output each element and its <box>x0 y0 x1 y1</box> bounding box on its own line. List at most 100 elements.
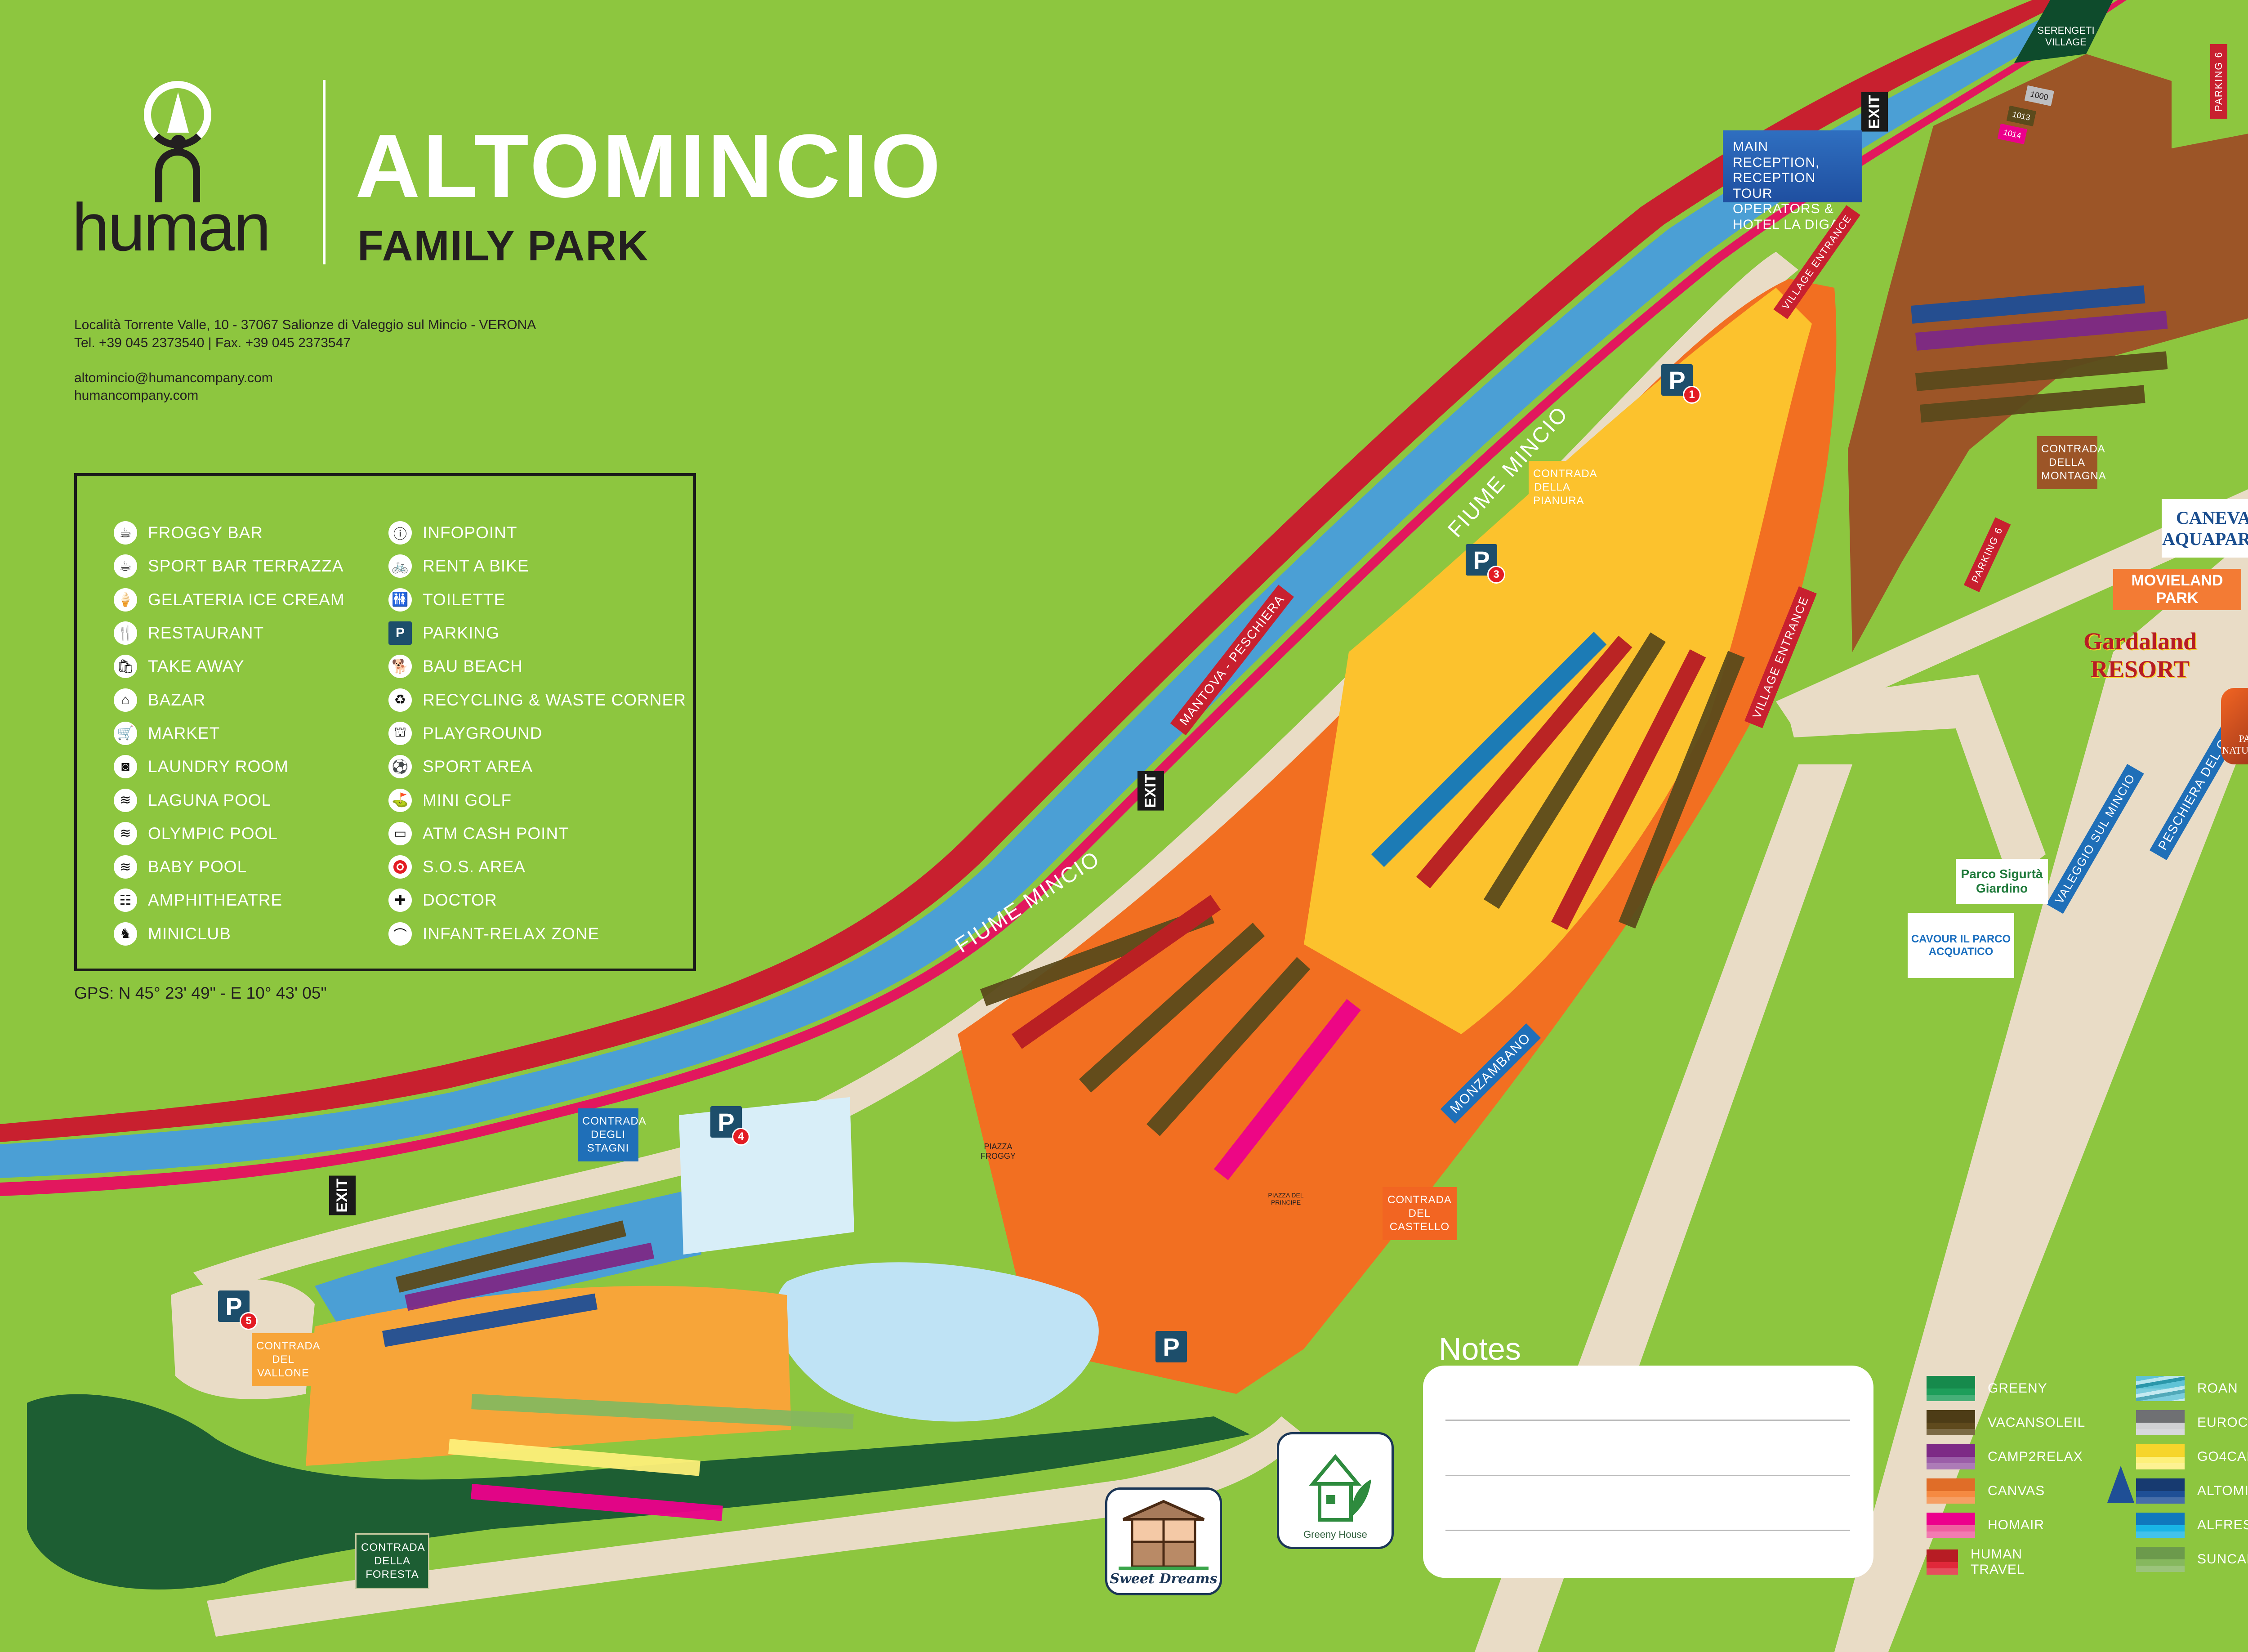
recycling-icon: ♻ <box>388 688 412 712</box>
header-divider <box>323 80 326 264</box>
shopping-cart-icon: 🛒 <box>114 721 137 745</box>
zone-stagni[interactable]: CONTRADA DEGLI STAGNI <box>578 1108 646 1161</box>
website-link[interactable]: humancompany.com <box>74 388 199 403</box>
zone-montagna[interactable]: CONTRADA DELLA MONTAGNA <box>2037 436 2106 489</box>
attraction-parco-natura-viva[interactable]: PARCO NATURA VIVA <box>2221 688 2248 764</box>
attraction-caneva[interactable]: CANEVA AQUAPARK <box>2162 499 2248 558</box>
legend-item-laguna-pool: ≋LAGUNA POOL <box>114 783 345 817</box>
exit-sign[interactable]: EXIT <box>329 1176 356 1215</box>
homair-swatch <box>1927 1513 1975 1538</box>
playground-icon: ⛫ <box>388 721 412 745</box>
rocking-horse-icon: ♞ <box>114 922 137 946</box>
brand-name: human <box>72 189 271 265</box>
shop-icon: ⌂ <box>114 688 137 712</box>
category-alfresco: ALFRESCO <box>2136 1513 2248 1538</box>
category-altomincio: ALTOMINCIO <box>2136 1478 2248 1504</box>
address: Località Torrente Valle, 10 - 37067 Sali… <box>74 317 536 332</box>
logo-figure-legs <box>155 148 200 202</box>
legend-item-froggy-bar: ☕FROGGY BAR <box>114 516 345 549</box>
category-go4camp: GO4CAMP <box>2136 1444 2248 1469</box>
zone-vallone[interactable]: CONTRADA DEL VALLONE <box>252 1333 320 1386</box>
medical-bag-icon: ✚ <box>388 889 412 912</box>
legend-item-recycling: ♻RECYCLING & WASTE CORNER <box>388 683 686 716</box>
fork-knife-icon: 🍴 <box>114 621 137 645</box>
sweet-dreams-cabin-icon <box>1119 1500 1209 1570</box>
category-vacansoleil: VACANSOLEIL <box>1927 1410 2085 1435</box>
pool-ladder-icon: ≋ <box>114 788 137 812</box>
legend-item-bau-beach: 🐕BAU BEACH <box>388 650 686 683</box>
eurocamp-swatch <box>2136 1410 2185 1435</box>
exit-sign[interactable]: EXIT <box>1861 92 1888 132</box>
sport-ball-icon: ⚽ <box>388 755 412 779</box>
zone-pianura[interactable]: CONTRADA DELLA PIANURA <box>1529 461 1597 514</box>
greeny-swatch <box>1927 1376 1975 1401</box>
legend-column-left: ☕FROGGY BAR ☕SPORT BAR TERRAZZA 🍦GELATER… <box>114 516 345 951</box>
notes-line <box>1445 1475 1850 1476</box>
sweet-dreams-card[interactable]: Sweet Dreams <box>1105 1487 1222 1595</box>
zone-castello[interactable]: CONTRADA DEL CASTELLO <box>1383 1187 1457 1240</box>
parking-disabled[interactable]: P <box>1155 1331 1187 1362</box>
takeaway-bag-icon: 🛍 <box>114 655 137 679</box>
legend-item-toilette: 🚻TOILETTE <box>388 583 686 616</box>
ice-cream-icon: 🍦 <box>114 588 137 612</box>
notes-line <box>1445 1420 1850 1421</box>
legend-item-olympic-pool: ≋OLYMPIC POOL <box>114 817 345 850</box>
notes-line <box>1445 1530 1850 1531</box>
altomincio-tent-icon <box>2107 1466 2134 1503</box>
human-travel-swatch <box>1927 1549 1958 1575</box>
vacansoleil-swatch <box>1927 1410 1975 1435</box>
legend-item-sport-area: ⚽SPORT AREA <box>388 750 686 783</box>
zone-foresta[interactable]: CONTRADA DELLA FORESTA <box>355 1533 429 1589</box>
greeny-house-icon <box>1309 1454 1371 1522</box>
category-canvas: CANVAS <box>1927 1478 2045 1504</box>
attraction-cavour[interactable]: CAVOUR IL PARCO ACQUATICO <box>1908 913 2014 978</box>
parking-icon: P <box>388 621 412 645</box>
atm-icon: ▭ <box>388 822 412 845</box>
services-legend: ☕FROGGY BAR ☕SPORT BAR TERRAZZA 🍦GELATER… <box>74 473 696 971</box>
main-reception-sign[interactable]: MAIN RECEPTION, RECEPTION TOUR OPERATORS… <box>1723 130 1862 232</box>
canvas-swatch <box>1927 1478 1975 1504</box>
category-human-travel: HUMAN TRAVEL <box>1927 1547 2042 1577</box>
camp2relax-swatch <box>1927 1444 1975 1469</box>
golf-flag-icon: ⛳ <box>388 788 412 812</box>
legend-item-doctor: ✚DOCTOR <box>388 884 686 917</box>
page-subtitle: FAMILY PARK <box>357 222 649 270</box>
exit-sign[interactable]: EXIT <box>1137 771 1164 811</box>
parking6-arrow[interactable]: PARKING 6 <box>2210 44 2227 119</box>
legend-item-laundry: ◙LAUNDRY ROOM <box>114 750 345 783</box>
logo-figure-icon <box>171 135 186 150</box>
relax-chair-icon: ⌒ <box>388 922 412 946</box>
legend-item-bazar: ⌂BAZAR <box>114 683 345 716</box>
email-link[interactable]: altomincio@humancompany.com <box>74 371 273 385</box>
category-suncamp: SUNCAMP <box>2136 1547 2248 1572</box>
coffee-cup-icon: ☕ <box>114 554 137 578</box>
category-homair: HOMAIR <box>1927 1513 2044 1538</box>
attraction-gardaland[interactable]: Gardaland RESORT <box>2083 628 2197 683</box>
washing-machine-icon: ◙ <box>114 755 137 779</box>
legend-item-mini-golf: ⛳MINI GOLF <box>388 783 686 817</box>
coffee-cup-icon: ☕ <box>114 521 137 545</box>
category-roan: ROAN <box>2136 1376 2238 1401</box>
dog-icon: 🐕 <box>388 655 412 679</box>
pool-ladder-icon: ≋ <box>114 855 137 879</box>
greeny-house-card[interactable]: Greeny House <box>1277 1432 1394 1549</box>
category-greeny: GREENY <box>1927 1376 2047 1401</box>
serengeti-village-label: SERENGETI VILLAGE <box>2037 25 2095 48</box>
legend-item-infant-relax: ⌒INFANT-RELAX ZONE <box>388 917 686 951</box>
phone-fax: Tel. +39 045 2373540 | Fax. +39 045 2373… <box>74 335 351 350</box>
info-icon: ⓘ <box>388 521 412 545</box>
notes-area[interactable] <box>1423 1366 1873 1578</box>
attraction-sigurta[interactable]: Parco Sigurtà Giardino <box>1956 859 2048 904</box>
legend-item-sos: S.O.S. AREA <box>388 850 686 884</box>
page-title: ALTOMINCIO <box>355 116 944 216</box>
notes-title: Notes <box>1439 1331 1521 1366</box>
altomincio-swatch <box>2136 1478 2185 1504</box>
attraction-movieland[interactable]: MOVIELAND PARK <box>2113 569 2241 610</box>
